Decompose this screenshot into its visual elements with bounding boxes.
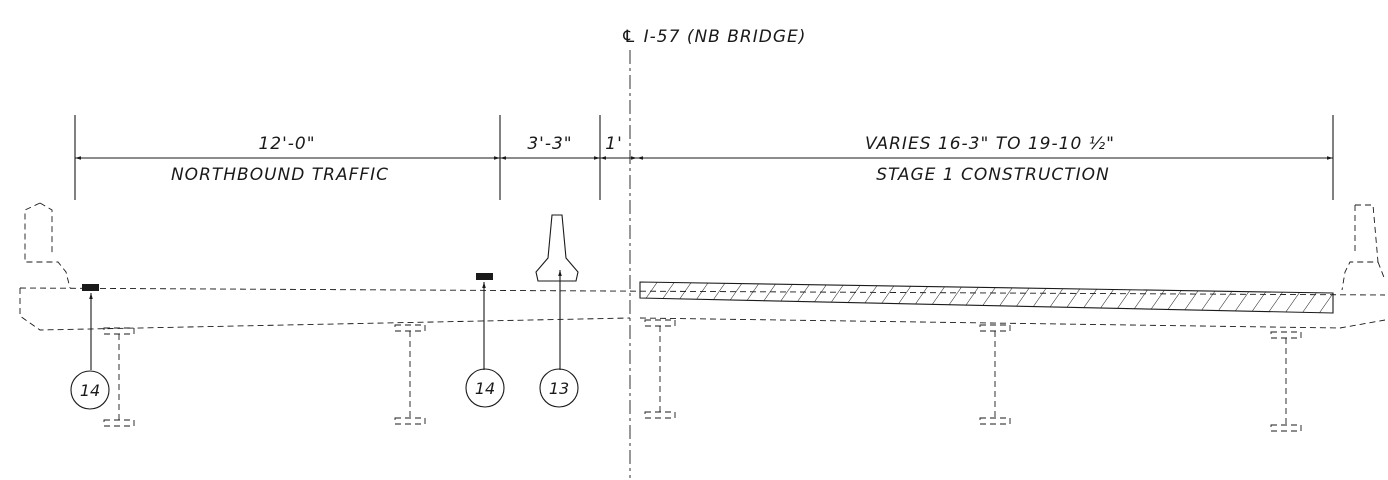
temporary-concrete-barrier bbox=[535, 214, 579, 282]
stage-width-label: VARIES 16-3" TO 19-10 ½" bbox=[865, 134, 1115, 154]
girder-5 bbox=[1270, 331, 1302, 432]
offset-2-label: 1' bbox=[605, 134, 623, 154]
callout-14-left-number: 14 bbox=[80, 381, 100, 400]
existing-deck-outline bbox=[19, 202, 1386, 331]
callout-bubble-13: 13 bbox=[539, 368, 579, 408]
stage-width-fraction: ½ bbox=[1089, 134, 1106, 154]
callout-bubble-14-left: 14 bbox=[70, 370, 110, 410]
lane-caption: NORTHBOUND TRAFFIC bbox=[171, 165, 389, 185]
item-14-block-middle bbox=[476, 273, 493, 280]
stage-caption: STAGE 1 CONSTRUCTION bbox=[876, 165, 1110, 185]
item-14-block-left bbox=[82, 284, 99, 291]
callout-14-middle-number: 14 bbox=[475, 379, 495, 398]
stage-width-prefix: VARIES 16-3" TO 19-10 bbox=[865, 134, 1089, 154]
girder-1 bbox=[103, 327, 135, 427]
girder-3 bbox=[644, 319, 676, 419]
callout-bubble-14-middle: 14 bbox=[465, 368, 505, 408]
girder-4 bbox=[979, 324, 1011, 425]
callout-13-number: 13 bbox=[549, 379, 569, 398]
stage-1-deck-hatch bbox=[639, 281, 1334, 314]
stage-width-suffix: " bbox=[1106, 134, 1115, 154]
lane-width-label: 12'-0" bbox=[258, 134, 315, 154]
girder-2 bbox=[394, 324, 426, 425]
centerline-label: ℄ I-57 (NB BRIDGE) bbox=[621, 27, 806, 47]
offset-1-label: 3'-3" bbox=[527, 134, 572, 154]
